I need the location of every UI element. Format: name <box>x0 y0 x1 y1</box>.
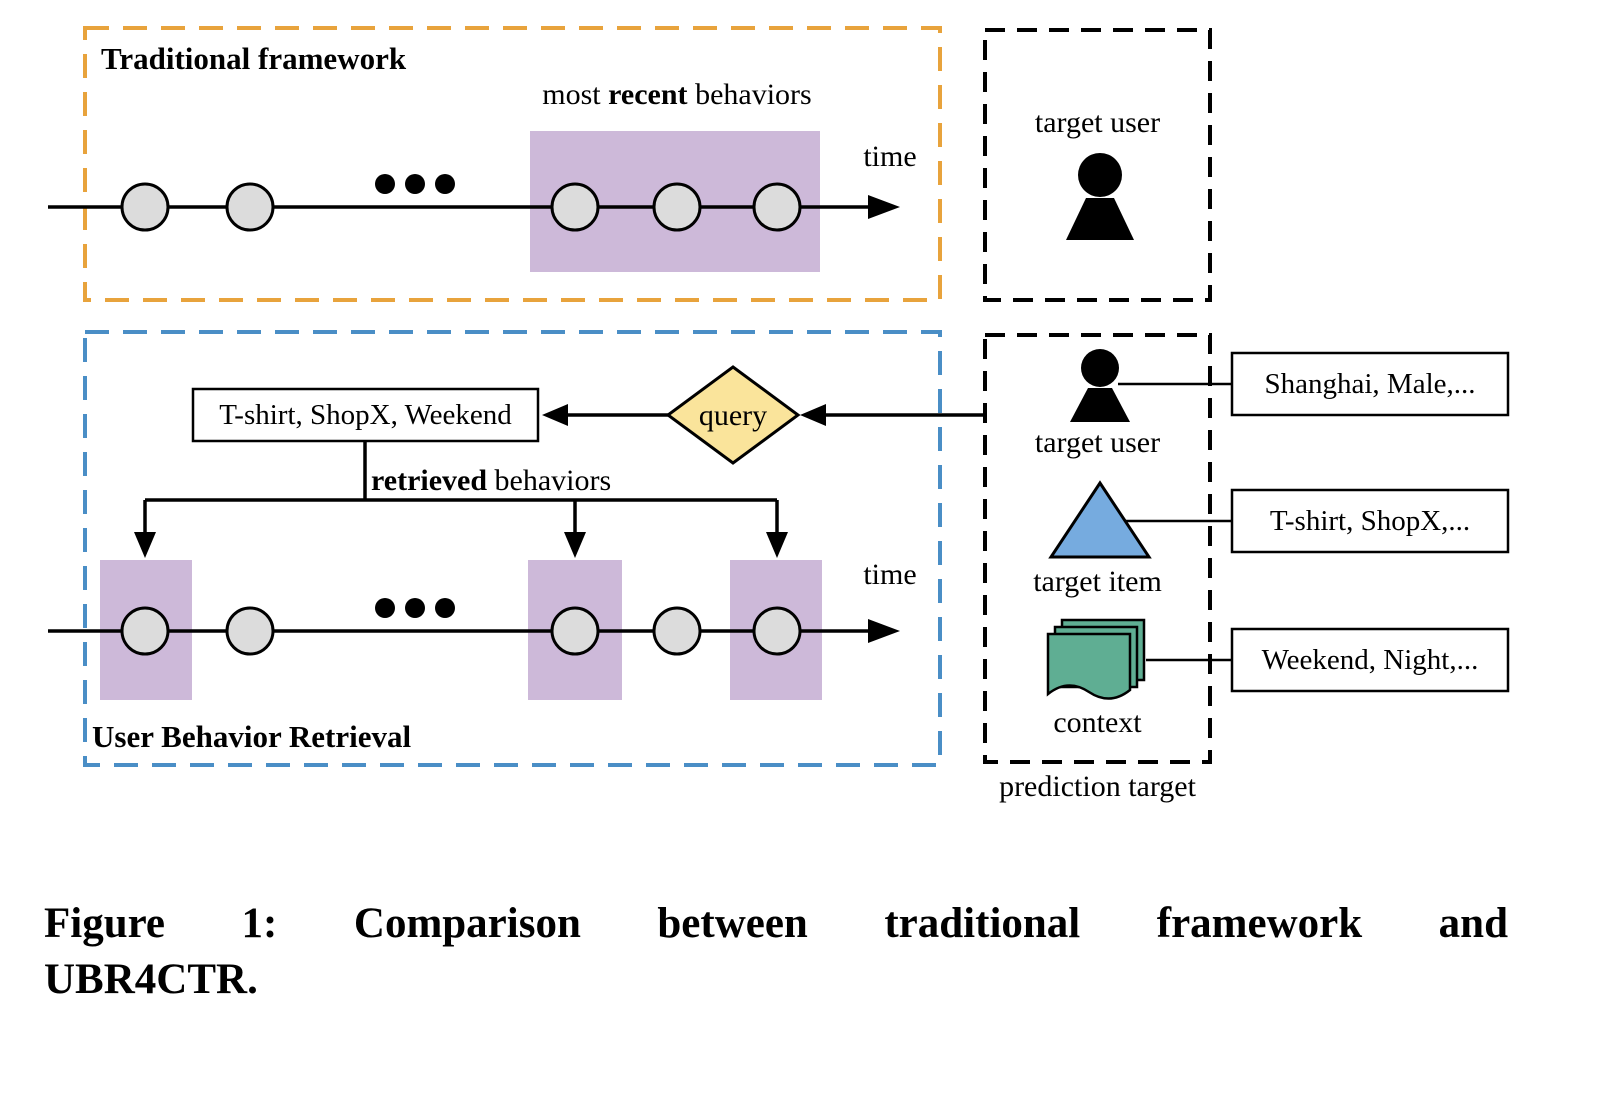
behavior-node <box>752 182 802 232</box>
behavior-node <box>120 182 170 232</box>
retrieved-label-bold: retrieved <box>371 464 488 497</box>
arrow-prediction-to-diamond <box>800 404 985 426</box>
ellipsis-dots <box>375 598 455 618</box>
timeline-ubr <box>48 598 900 656</box>
target-user-label-top: target user <box>1034 106 1161 139</box>
recent-behaviors-label: most recent behaviors <box>517 78 837 111</box>
retrieval-branch <box>134 441 788 558</box>
arrow-diamond-to-result <box>542 404 668 426</box>
context-attrs-text: Weekend, Night,... <box>1261 643 1479 676</box>
retrieved-highlight-3 <box>730 560 822 700</box>
time-label-traditional: time <box>863 140 917 173</box>
retrieved-label-suffix: behaviors <box>487 464 612 497</box>
behavior-node <box>225 182 275 232</box>
ellipsis-dots <box>375 174 455 194</box>
target-item-label: target item <box>1033 565 1162 598</box>
triangle-icon <box>1048 480 1152 559</box>
prediction-target-label: prediction target <box>999 770 1196 803</box>
query-result-text: T-shirt, ShopX, Weekend <box>219 398 512 431</box>
recent-label-bold: recent <box>608 78 688 111</box>
traditional-framework-title: Traditional framework <box>101 41 407 76</box>
recent-behaviors-highlight <box>530 131 820 272</box>
behavior-node <box>550 606 600 656</box>
retrieved-behaviors-label: retrieved behaviors <box>371 464 611 497</box>
recent-label-prefix: most <box>542 78 609 111</box>
retrieved-highlight-2 <box>528 560 622 700</box>
timeline-traditional <box>48 174 900 232</box>
recent-label-suffix: behaviors <box>687 78 812 111</box>
context-label: context <box>1053 706 1142 739</box>
target-user-label-prediction: target user <box>1034 426 1161 459</box>
behavior-node <box>752 606 802 656</box>
figure-caption: Figure 1: Comparison between traditional… <box>44 896 1508 1008</box>
ubr-title: User Behavior Retrieval <box>92 719 412 754</box>
figure-caption-line2: UBR4CTR. <box>44 956 258 1003</box>
behavior-node <box>225 606 275 656</box>
behavior-node <box>652 606 702 656</box>
person-icon <box>1070 349 1130 422</box>
retrieved-highlight-1 <box>100 560 192 700</box>
prediction-target-frame <box>983 333 1212 764</box>
person-icon <box>1066 153 1134 240</box>
item-attrs-text: T-shirt, ShopX,... <box>1269 504 1471 537</box>
figure-caption-line1: Figure 1: Comparison between traditional… <box>44 900 1508 947</box>
behavior-node <box>652 182 702 232</box>
user-attrs-text: Shanghai, Male,... <box>1264 367 1476 400</box>
timeline-arrowhead <box>868 619 900 643</box>
target-user-frame <box>983 28 1212 302</box>
timeline-arrowhead <box>868 195 900 219</box>
behavior-node <box>120 606 170 656</box>
stacked-pages-icon <box>1046 618 1146 700</box>
behavior-node <box>550 182 600 232</box>
time-label-ubr: time <box>863 558 917 591</box>
query-label: query <box>698 399 768 432</box>
